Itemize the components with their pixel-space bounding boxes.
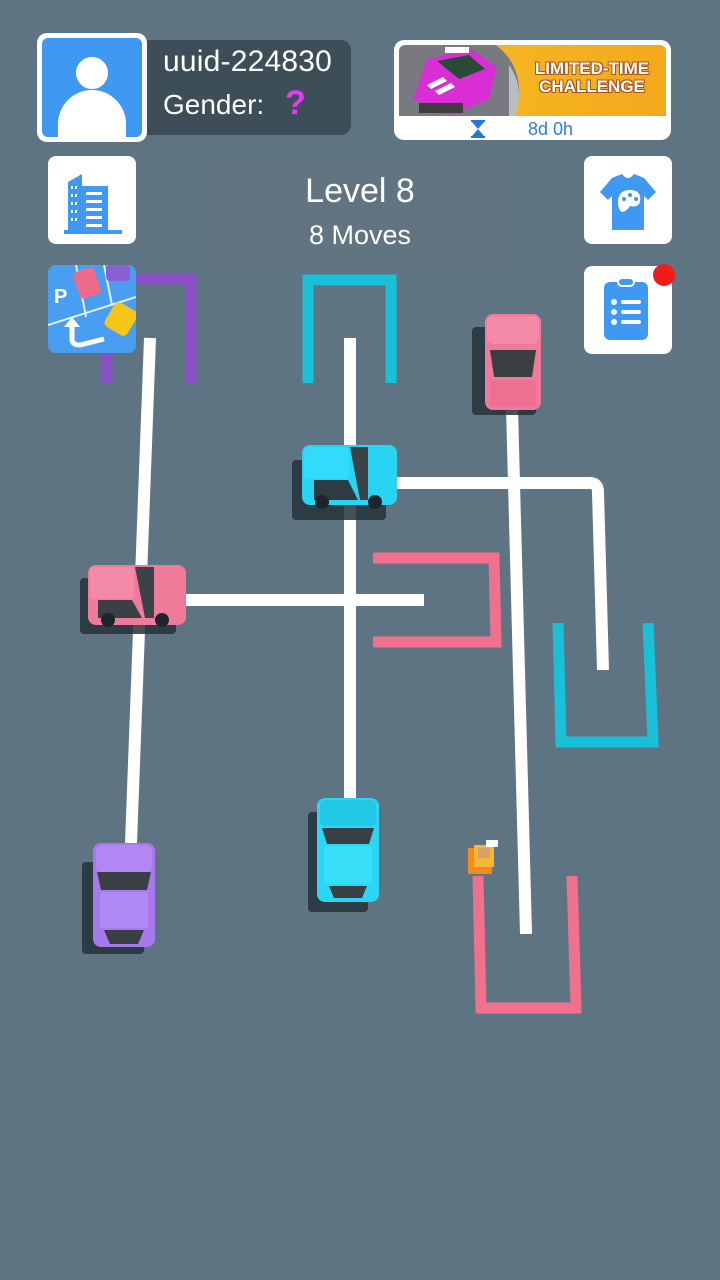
gender-value[interactable]: ? — [285, 84, 306, 122]
stacked-boxes-icon — [468, 840, 498, 874]
level-panel — [212, 160, 508, 264]
pink-car-top[interactable] — [472, 314, 541, 415]
pink-spot-bottom — [472, 875, 582, 1014]
hourglass-icon — [471, 120, 485, 138]
cyan-spot-right — [552, 622, 659, 748]
challenge-banner: LIMITED-TIME CHALLENGE — [399, 45, 666, 116]
parking-lot-icon: P — [48, 265, 136, 353]
city-button[interactable] — [48, 156, 136, 244]
cyan-car-bottom[interactable] — [308, 798, 379, 912]
challenge-timer: 8d 0h — [394, 116, 671, 140]
cyan-spot-top — [302, 274, 397, 383]
svg-text:P: P — [54, 286, 67, 308]
user-silhouette-icon — [42, 38, 142, 137]
building-icon — [64, 174, 122, 234]
parking-game-button[interactable]: P — [48, 265, 136, 353]
notification-badge — [653, 264, 675, 286]
tshirt-palette-icon — [600, 174, 656, 230]
user-id: uuid-224830 — [163, 45, 333, 78]
level-title: Level 8 — [305, 172, 415, 210]
purple-car[interactable] — [82, 843, 155, 954]
pink-truck-icon — [413, 47, 497, 115]
cyan-car-middle[interactable] — [292, 445, 397, 520]
challenge-title: LIMITED-TIME CHALLENGE — [534, 59, 650, 96]
time-remaining: 8d 0h — [528, 119, 574, 139]
parking-spots — [101, 273, 659, 1014]
pink-spot-middle — [373, 552, 502, 648]
skins-button[interactable] — [584, 156, 672, 244]
clipboard-list-icon — [604, 277, 648, 340]
moves-count: 8 Moves — [308, 220, 412, 250]
avatar[interactable] — [37, 33, 147, 142]
profile-panel — [140, 40, 351, 135]
path-pink-car-top — [506, 407, 532, 935]
pink-car-left[interactable] — [80, 565, 186, 634]
path-cyan-car-middle — [395, 477, 609, 671]
limited-time-challenge-button[interactable]: LIMITED-TIME CHALLENGE 8d 0h — [394, 40, 671, 140]
gender-label: Gender: — [163, 89, 265, 120]
